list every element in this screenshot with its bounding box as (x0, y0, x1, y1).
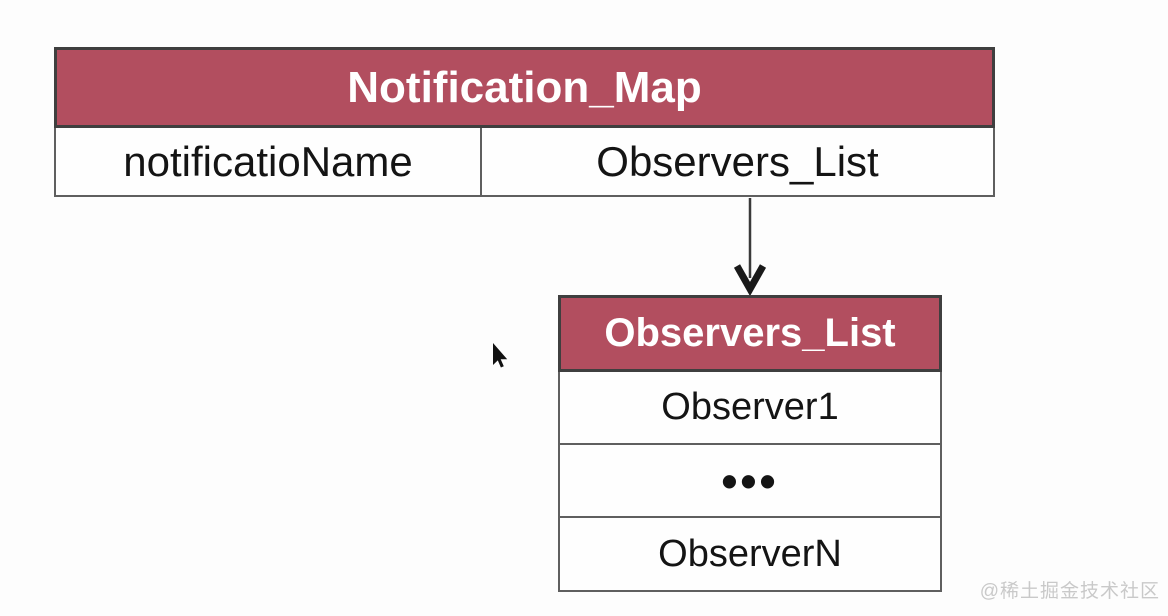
observers-list-title: Observers_List (604, 311, 896, 355)
observers-list-row-observern: ObserverN (558, 518, 942, 592)
watermark: @稀土掘金技术社区 (979, 581, 1160, 602)
observers-list-row-ellipsis: ••• (558, 445, 942, 518)
notification-map-cell-notificationame: notificatioName (56, 128, 482, 195)
notification-map-columns-row: notificatioName Observers_List (54, 128, 995, 197)
observers-list-header: Observers_List (558, 295, 942, 372)
notification-map-header: Notification_Map (54, 47, 995, 128)
mouse-cursor-icon (493, 343, 508, 368)
notification-map-cell-observers-list: Observers_List (596, 137, 879, 185)
notification-map-title: Notification_Map (347, 62, 702, 112)
observers-list-row-observer1: Observer1 (558, 372, 942, 445)
down-arrow-icon (733, 264, 767, 297)
